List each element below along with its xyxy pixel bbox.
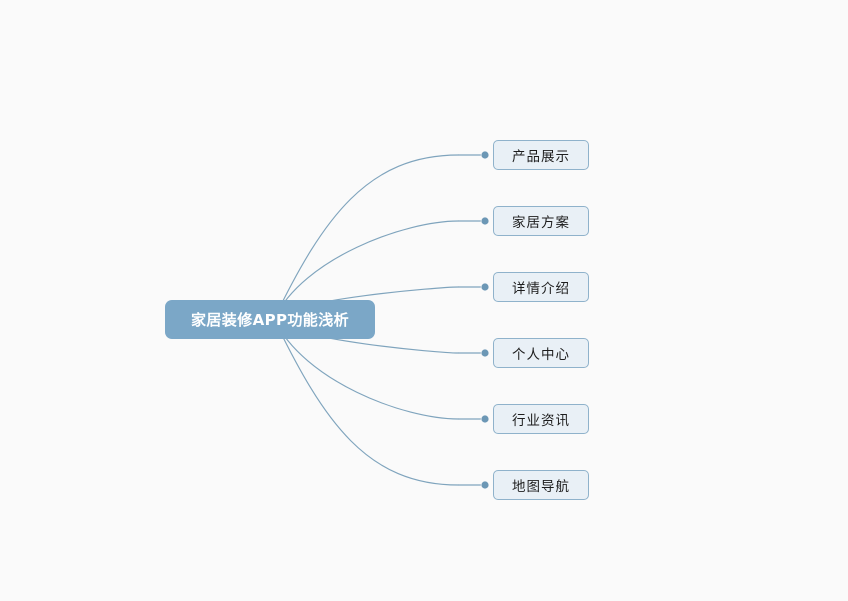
branch-node-label: 详情介绍 xyxy=(512,281,570,297)
branch-node-label: 地图导航 xyxy=(512,479,570,495)
branch-node-label: 家居方案 xyxy=(512,215,570,231)
branch-node-label: 行业资讯 xyxy=(512,413,570,429)
connector-curve xyxy=(273,318,459,486)
connector-curve xyxy=(273,154,459,320)
branch-node-1[interactable]: 产品展示 xyxy=(493,140,589,170)
connector-dot-icon xyxy=(481,217,489,225)
connector-dot-icon xyxy=(481,151,489,159)
root-node-label: 家居装修APP功能浅析 xyxy=(191,311,349,329)
branch-node-4[interactable]: 个人中心 xyxy=(493,338,589,368)
branch-node-label: 产品展示 xyxy=(512,149,570,165)
connector-curve xyxy=(273,220,459,320)
branch-node-5[interactable]: 行业资讯 xyxy=(493,404,589,434)
connector-dot-icon xyxy=(481,481,489,489)
connector-curve xyxy=(273,318,459,420)
connector-dot-icon xyxy=(481,283,489,291)
branch-node-3[interactable]: 详情介绍 xyxy=(493,272,589,302)
branch-node-label: 个人中心 xyxy=(512,347,570,363)
connector-dot-icon xyxy=(481,349,489,357)
root-node[interactable]: 家居装修APP功能浅析 xyxy=(165,300,375,339)
branch-node-6[interactable]: 地图导航 xyxy=(493,470,589,500)
connector-dot-icon xyxy=(481,415,489,423)
branch-node-2[interactable]: 家居方案 xyxy=(493,206,589,236)
